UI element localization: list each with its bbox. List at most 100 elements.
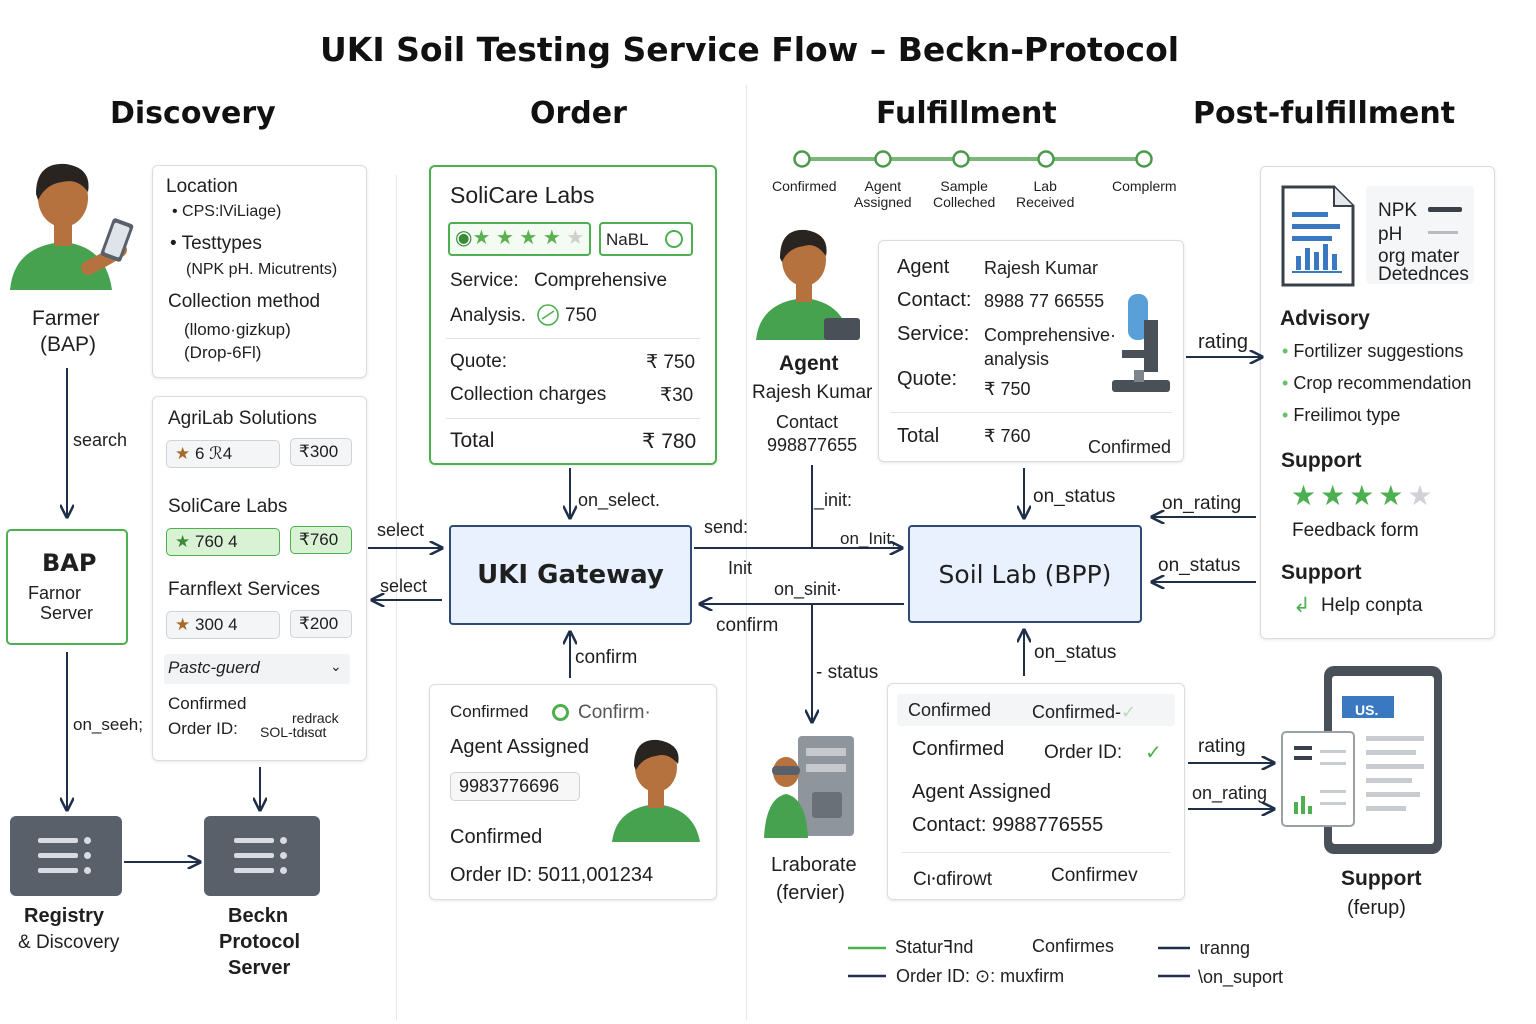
advisory-item-2[interactable]: • Crop recommendation	[1282, 373, 1472, 393]
confirm-status-1: Confirmed	[450, 702, 529, 721]
order-analysis-label: Analysis.	[450, 305, 527, 326]
timeline-dot	[1135, 150, 1153, 168]
confirm-phone: 9983776696	[450, 772, 580, 801]
bap-sub-2: Server	[40, 603, 94, 623]
order-divider	[446, 418, 700, 419]
registry-label: Registry	[24, 905, 105, 927]
timeline-step-5: Complerm	[1112, 178, 1177, 194]
order-quote-label: Quote:	[450, 351, 508, 372]
order-collection-label: Collection charges	[450, 384, 607, 405]
lab1-price: ₹300	[290, 438, 352, 466]
lab-status-r2b: Order ID:	[1044, 742, 1123, 763]
beckn-label-2: Protocol	[219, 931, 301, 953]
label-rating-top: rating	[1198, 331, 1249, 353]
feedback-form-link[interactable]: Feedback form	[1292, 520, 1419, 541]
timeline-step-4: Lab Received	[1016, 178, 1075, 210]
order-quote-value: ₹ 750	[646, 352, 696, 373]
rating-stars-input[interactable]: ★★★★★	[1291, 480, 1437, 511]
agent-figure-icon	[756, 229, 860, 340]
microscope-icon	[1112, 294, 1170, 392]
label-status: - status	[816, 662, 879, 683]
agent-card-divider	[890, 412, 1172, 413]
soil-lab-bpp-node[interactable]: Soil Lab (BPP)	[908, 525, 1142, 623]
label-select-2: select	[380, 576, 428, 596]
lab1-name[interactable]: AgriLab Solutions	[168, 408, 317, 429]
lab-status-r1a: Confirmed	[908, 700, 992, 720]
beckn-label-3: Server	[228, 957, 291, 979]
sort-dropdown[interactable]	[164, 654, 350, 684]
label-on-status-bottom: on_status	[1034, 642, 1117, 663]
order-divider	[446, 338, 700, 339]
label-rating-bottom: rating	[1198, 736, 1246, 757]
lab-status-r1b: Confirmed-✓	[1032, 702, 1137, 722]
label-select-1: select	[377, 520, 425, 540]
section-post-fulfillment: Post-fulfillment	[1193, 96, 1456, 131]
advisory-item-1[interactable]: • Fortilizer suggestions	[1282, 341, 1464, 361]
label-on-init: on_Init;	[840, 529, 896, 548]
agent-card-total-label: Total	[897, 425, 940, 447]
label-on-select: on_select.	[578, 490, 661, 510]
order-quote-card	[429, 165, 717, 465]
label-on-status-right: on_status	[1158, 555, 1241, 576]
order-lab-name: SoliCare Labs	[450, 182, 595, 208]
advisory-heading: Advisory	[1280, 307, 1370, 330]
uki-gateway-node[interactable]: UKI Gateway	[449, 525, 692, 625]
label-on-rating-bottom: on_rating	[1192, 783, 1268, 803]
lab-status-r3: Agent Assigned	[912, 781, 1051, 803]
farmer-sub: (BAP)	[40, 333, 97, 356]
nabl-circle-icon	[665, 230, 683, 248]
legend-item-d: ɩranng	[1200, 938, 1251, 958]
labs-confirmed: Confirmed	[168, 694, 247, 713]
soil-params-panel	[1366, 186, 1474, 284]
laboratory-sub: (fervier)	[776, 882, 845, 904]
lab-status-r5b: Confirmev	[1051, 865, 1138, 886]
labs-redrack: redrack	[292, 710, 339, 726]
legend-item-c: Order ID: ⊙: muxfirm	[896, 966, 1065, 986]
npk-bar	[1428, 207, 1462, 212]
bap-node[interactable]	[6, 529, 128, 645]
lab2-rating: ★ 760 4	[166, 528, 280, 556]
support-heading-2: Support	[1281, 561, 1362, 584]
confirm-status-2: Confirm·	[578, 702, 651, 723]
labs-orderid: Order ID:	[168, 719, 238, 738]
order-analysis-value: 750	[565, 305, 597, 326]
label-send: send:	[704, 517, 749, 537]
lab2-name[interactable]: SoliCare Labs	[168, 496, 288, 517]
lab3-price: ₹200	[290, 610, 352, 638]
beckn-label-1: Beckn	[228, 905, 289, 927]
bap-title: BAP	[42, 549, 97, 577]
lab3-name[interactable]: Farnflext Services	[168, 579, 321, 600]
label-on-search: on_seeh;	[73, 715, 143, 734]
agent-figure-name: Rajesh Kumar	[752, 382, 873, 403]
support-heading: Support	[1281, 449, 1362, 472]
timeline-dot	[793, 150, 811, 168]
collection-value-1: (llomo·gizkup)	[184, 320, 291, 339]
help-contact-link[interactable]: Help conpta	[1321, 595, 1423, 616]
order-total-label: Total	[450, 429, 495, 452]
agent-figure-contact-value: 998877655	[767, 435, 858, 455]
lab-status-r4: Contact: 9988776555	[912, 814, 1104, 836]
order-service-label: Service:	[450, 270, 519, 291]
agent-card-quote-value: ₹ 750	[984, 379, 1031, 399]
support-badge-text: US.	[1355, 702, 1379, 718]
agent-card-service-value-2: analysis	[984, 349, 1050, 369]
nabl-text: NaBL	[606, 230, 649, 249]
support-figure-label: Support	[1341, 867, 1422, 890]
discovery-params-card	[152, 165, 367, 378]
timeline-dot	[874, 150, 892, 168]
collection-heading: Collection method	[168, 291, 321, 312]
agent-card-contact-value: 8988 77 66555	[984, 291, 1105, 311]
timeline-dot	[1037, 150, 1055, 168]
lab3-rating: ★ 300 4	[166, 611, 280, 639]
label-on-sinit: on_sinit·	[774, 579, 843, 599]
confirm-status-3: Confirmed	[450, 826, 543, 848]
advisory-item-3[interactable]: • Freilimoɩ type	[1282, 405, 1401, 425]
agent-figure-label: Agent	[779, 352, 839, 375]
agent-card-agent-value: Rajesh Kumar	[984, 258, 1099, 278]
check-icon: ✓	[1145, 742, 1162, 764]
chevron-down-icon[interactable]: ⌄	[330, 658, 342, 674]
testtypes-value: (NPK pH. Micutrents)	[186, 261, 338, 278]
label-on-status-top: on_status	[1033, 486, 1116, 507]
check-circle-icon	[552, 704, 569, 721]
section-order: Order	[530, 96, 627, 131]
